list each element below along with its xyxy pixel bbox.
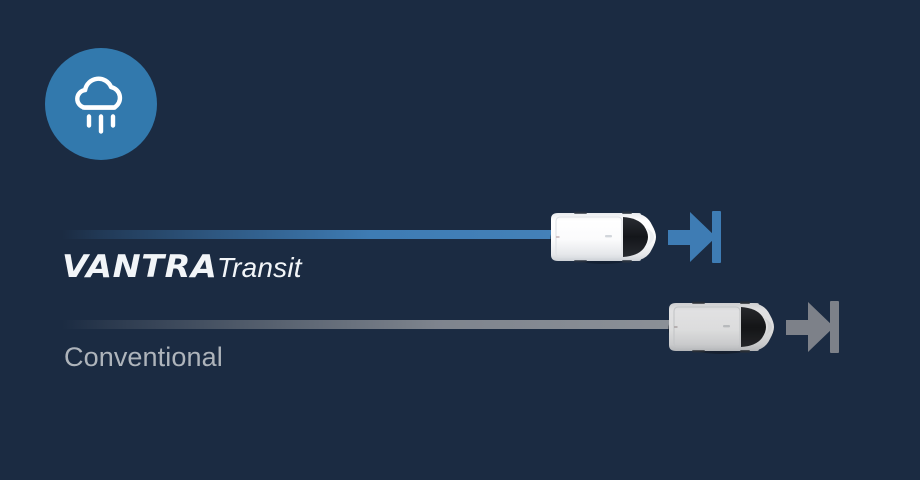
- rain-cloud-icon: [64, 67, 138, 141]
- conventional-van-top-view: [664, 296, 776, 358]
- arrow-head: [690, 212, 716, 262]
- conventional-motion-trail: [62, 320, 670, 329]
- vantra-van-top-view: [546, 206, 658, 268]
- vantra-transit-label: VANTRA Transit: [62, 249, 302, 285]
- vantra-wordmark: VANTRA: [62, 249, 218, 285]
- vantra-transit-subword: Transit: [216, 252, 302, 283]
- rain-condition-badge: [45, 48, 157, 160]
- vantra-stop-line: [712, 211, 721, 263]
- conventional-braking-arrow: [786, 302, 834, 352]
- arrow-shaft: [668, 230, 694, 245]
- arrow-shaft: [786, 320, 812, 335]
- vantra-braking-arrow: [668, 212, 716, 262]
- vantra-motion-trail: [62, 230, 560, 239]
- arrow-head: [808, 302, 834, 352]
- conventional-label: Conventional: [64, 342, 223, 372]
- conventional-stop-line: [830, 301, 839, 353]
